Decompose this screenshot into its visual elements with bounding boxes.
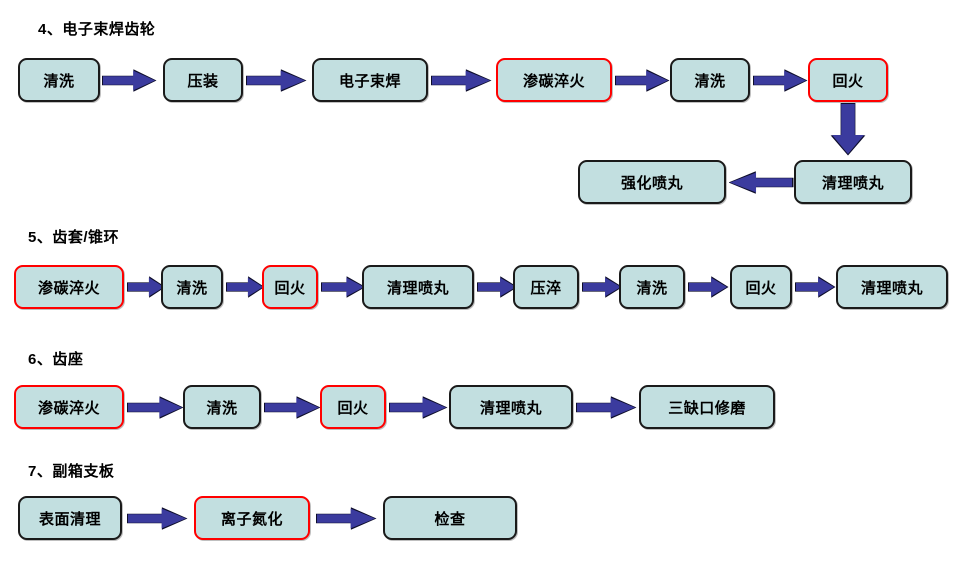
process-box-jiancha[interactable]: 检查 xyxy=(383,496,517,540)
section-heading-6: 6、齿座 xyxy=(28,351,84,368)
arrow-right-icon xyxy=(614,69,670,92)
process-box-qinglipenwan-4[interactable]: 清理喷丸 xyxy=(449,385,573,429)
process-box-shentanchuihuo-1[interactable]: 渗碳淬火 xyxy=(496,58,612,102)
process-box-qingxi-3[interactable]: 清洗 xyxy=(161,265,223,309)
arrow-right-icon xyxy=(315,507,377,530)
process-box-shentanchuihuo-3[interactable]: 渗碳淬火 xyxy=(14,385,124,429)
arrow-right-icon xyxy=(101,69,157,92)
process-box-qingxi-2[interactable]: 清洗 xyxy=(670,58,750,102)
section-heading-7: 7、副箱支板 xyxy=(28,463,115,480)
arrow-right-icon xyxy=(794,276,836,298)
process-box-qinglipenwan-3[interactable]: 清理喷丸 xyxy=(836,265,948,309)
arrow-right-icon xyxy=(263,396,321,419)
arrow-right-icon xyxy=(126,507,188,530)
arrow-right-icon xyxy=(126,396,184,419)
arrow-right-icon xyxy=(388,396,448,419)
arrow-right-icon xyxy=(320,276,366,298)
arrow-right-icon xyxy=(430,69,492,92)
arrow-right-icon xyxy=(225,276,265,298)
arrow-right-icon xyxy=(126,276,166,298)
arrow-left-icon xyxy=(728,171,794,194)
process-box-huihuo-3[interactable]: 回火 xyxy=(730,265,792,309)
process-box-biaomianqingli[interactable]: 表面清理 xyxy=(18,496,122,540)
arrow-right-icon xyxy=(245,69,307,92)
process-box-qinglipenwan-2[interactable]: 清理喷丸 xyxy=(362,265,474,309)
process-box-yacui[interactable]: 压淬 xyxy=(513,265,579,309)
arrow-right-icon xyxy=(581,276,623,298)
process-box-qianghuapenwan[interactable]: 强化喷丸 xyxy=(578,160,726,204)
process-box-qingxi-1[interactable]: 清洗 xyxy=(18,58,100,102)
process-box-huihuo-1[interactable]: 回火 xyxy=(808,58,888,102)
section-heading-5: 5、齿套/锥环 xyxy=(28,229,120,246)
arrow-right-icon xyxy=(476,276,518,298)
arrow-down-icon xyxy=(830,102,866,156)
section-heading-4: 4、电子束焊齿轮 xyxy=(38,21,156,38)
process-box-huihuo-2[interactable]: 回火 xyxy=(262,265,318,309)
arrow-right-icon xyxy=(575,396,637,419)
process-box-shentanchuihuo-2[interactable]: 渗碳淬火 xyxy=(14,265,124,309)
process-box-qinglipenwan-1[interactable]: 清理喷丸 xyxy=(794,160,912,204)
process-box-sanquekouxiumo[interactable]: 三缺口修磨 xyxy=(639,385,775,429)
process-box-dianzishuhan[interactable]: 电子束焊 xyxy=(312,58,428,102)
process-box-huihuo-4[interactable]: 回火 xyxy=(320,385,386,429)
process-box-yazhuang[interactable]: 压装 xyxy=(163,58,243,102)
process-box-qingxi-4[interactable]: 清洗 xyxy=(619,265,685,309)
process-box-lizidanhua[interactable]: 离子氮化 xyxy=(194,496,310,540)
arrow-right-icon xyxy=(752,69,808,92)
process-box-qingxi-5[interactable]: 清洗 xyxy=(183,385,261,429)
arrow-right-icon xyxy=(687,276,729,298)
